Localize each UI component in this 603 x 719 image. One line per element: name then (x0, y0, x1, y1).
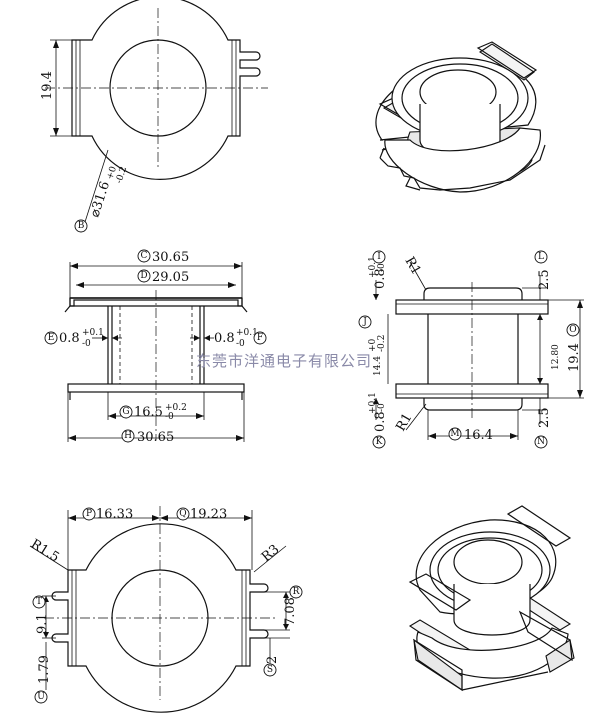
badge-c: C (137, 249, 151, 263)
bottom-radius-left: R1.5 (28, 537, 62, 566)
isometric-view-top (375, 41, 546, 193)
badge-m: M (448, 427, 462, 441)
svg-text:M: M (450, 429, 459, 439)
badge-r: R (289, 585, 303, 599)
isometric-view-bottom (408, 505, 575, 692)
svg-text:C: C (141, 251, 148, 261)
bottom-dim-s: 2 (265, 656, 280, 664)
side-top-flange: 0.8 (373, 268, 388, 289)
svg-text:J: J (362, 317, 367, 327)
front-core-g-tol-lower: -0 (165, 412, 174, 422)
svg-text:N: N (537, 437, 545, 447)
side-tol-lower-top: -0 (377, 263, 387, 272)
side-dim-l: 2.5 (537, 269, 552, 290)
svg-text:L: L (538, 252, 544, 262)
side-radius-bottom: R1 (393, 411, 415, 434)
bottom-dim-p: 16.33 (96, 507, 133, 522)
top-diameter-dim: ⌀31.6 (88, 180, 114, 220)
side-radius-top: R1 (402, 255, 424, 278)
badge-s: S (263, 663, 277, 677)
front-core-g-tol: +0.2 (165, 403, 187, 413)
badge-e: E (44, 331, 58, 345)
badge-j: J (358, 315, 372, 329)
top-diameter-tol-upper: +0 (105, 165, 119, 181)
svg-text:Q: Q (179, 509, 186, 519)
front-tol-upper-f: +0.1 (236, 328, 258, 338)
side-bottom-flange: 0.8 (373, 411, 388, 432)
badge-d: D (137, 269, 151, 283)
badge-o: O (566, 323, 580, 337)
front-view: C 30.65 D 29.05 E 0.8 +0.1 -0 0.8 +0.1 -… (44, 249, 267, 445)
svg-text:K: K (376, 437, 383, 447)
bottom-radius-right: R3 (259, 542, 282, 565)
bottom-dim-q: 19.23 (190, 507, 227, 522)
badge-l: L (534, 250, 548, 264)
bottom-dim-t: 9.1 (35, 613, 50, 634)
front-width-h: 30.65 (137, 430, 174, 445)
side-inner-height: 14.4 (373, 356, 383, 376)
side-view: 0.8 +0.1 -0 I R1 2.5 L 14.4 +0 -0.2 J 12… (358, 250, 584, 449)
svg-text:P: P (86, 509, 92, 519)
front-flange-f: 0.8 (214, 331, 235, 346)
front-flange-e: 0.8 (59, 331, 80, 346)
badge-i: I (372, 250, 386, 264)
badge-u: U (34, 690, 48, 704)
svg-text:D: D (140, 271, 147, 281)
side-tol-upper-bottom: +0.1 (368, 392, 378, 414)
badge-k: K (372, 435, 386, 449)
svg-text:O: O (569, 325, 576, 335)
svg-text:H: H (124, 431, 132, 441)
side-total-height: 19.4 (567, 343, 582, 372)
badge-t: T (32, 595, 46, 609)
svg-text:S: S (267, 665, 273, 675)
svg-text:B: B (78, 221, 85, 231)
svg-text:T: T (36, 597, 42, 607)
bottom-dim-r: 7.08 (283, 597, 298, 626)
front-width-d: 29.05 (152, 270, 189, 285)
side-winding-height: 12.80 (551, 344, 561, 370)
side-inner-tol-lower: -0.2 (377, 335, 387, 352)
front-tol-lower-e: -0 (82, 339, 91, 349)
badge-g: G (119, 405, 133, 419)
badge-n: N (534, 435, 548, 449)
svg-text:G: G (122, 407, 129, 417)
bottom-dim-u: 1.79 (37, 655, 52, 684)
front-tol-lower-f: -0 (236, 339, 245, 349)
svg-text:F: F (257, 333, 263, 343)
front-tol-upper-e: +0.1 (82, 328, 104, 338)
top-height-dim: 19.4 (40, 71, 55, 100)
badge-b: B (74, 219, 88, 233)
watermark: 东莞市洋通电子有限公司 (196, 352, 372, 370)
badge-q: Q (176, 507, 190, 521)
side-dim-m: 16.4 (464, 428, 493, 443)
svg-text:U: U (37, 692, 45, 702)
svg-text:E: E (48, 333, 55, 343)
svg-text:I: I (377, 252, 381, 262)
badge-h: H (121, 429, 135, 443)
svg-text:R: R (293, 587, 300, 597)
top-view: 19.4 B ⌀31.6 +0 -0.2 (40, 0, 268, 233)
side-inner-tol-upper: +0 (368, 338, 378, 352)
side-tol-lower-bottom: -0 (377, 403, 387, 412)
side-dim-n: 2.5 (537, 407, 552, 428)
bottom-view: P 16.33 Q 19.23 R1.5 R3 T 9.1 U 1.79 R 7… (28, 506, 303, 713)
badge-p: P (82, 507, 96, 521)
badge-f: F (253, 331, 267, 345)
front-core-g: 16.5 (134, 405, 163, 420)
side-tol-upper-top: +0.1 (368, 256, 378, 278)
front-width-c: 30.65 (152, 250, 189, 265)
